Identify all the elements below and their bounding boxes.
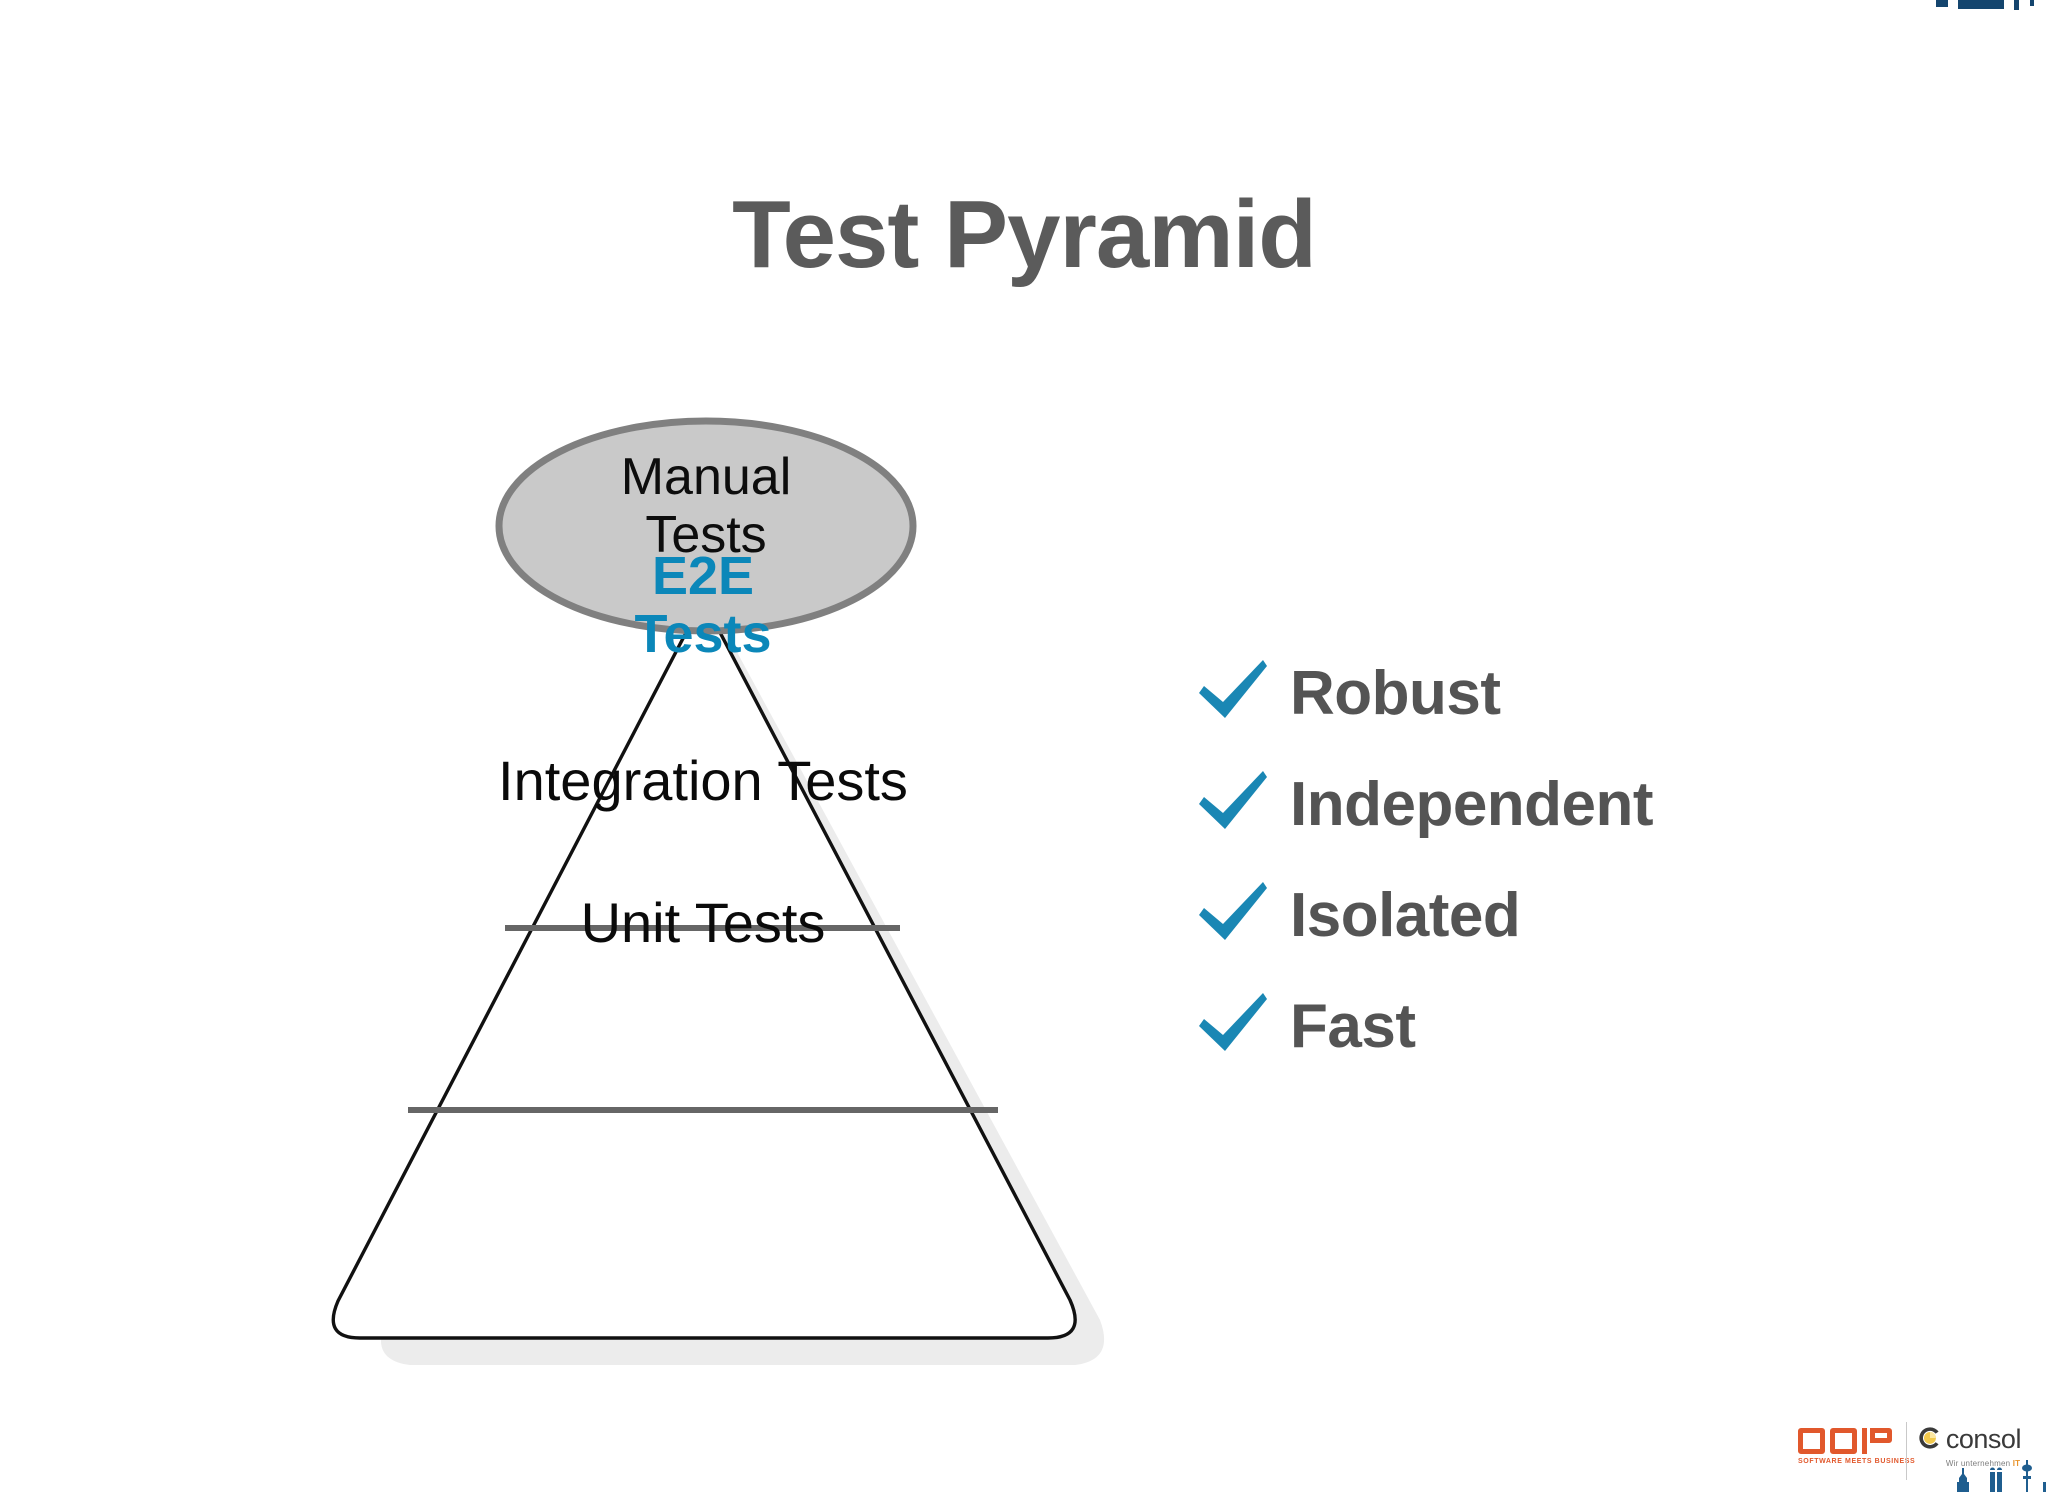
consol-word: consol — [1945, 1424, 2022, 1454]
checklist-item-fast: Fast — [1193, 971, 1893, 1082]
consol-logo: consol Wir unternehmen IT — [1918, 1426, 2048, 1470]
layer-label-unit: Unit Tests — [580, 891, 826, 954]
pyramid-graphic — [331, 417, 1105, 1365]
check-icon — [1193, 985, 1273, 1065]
test-pyramid-diagram: Manual Tests E2E Tests Integration Tests… — [300, 400, 1140, 1380]
checklist-label: Independent — [1290, 770, 1654, 839]
consol-tagline-accent: IT — [2012, 1459, 2021, 1468]
check-icon — [1193, 874, 1273, 954]
layer-label-e2e-line1: E2E — [651, 546, 755, 606]
layer-label-e2e: E2E Tests — [503, 546, 903, 664]
oop-letter-o-icon — [1830, 1428, 1857, 1454]
manual-tests-ellipse — [495, 417, 917, 635]
checklist-label: Isolated — [1290, 881, 1521, 950]
pyramid-outline — [331, 598, 1077, 1340]
consol-tagline-prefix: Wir unternehmen — [1945, 1459, 2013, 1468]
layer-label-manual-line1: Manual — [620, 448, 792, 506]
oop-logo: SOFTWARE MEETS BUSINESS — [1798, 1428, 1916, 1465]
oop-letter-p-icon — [1862, 1428, 1892, 1454]
checklist-item-robust: Robust — [1193, 638, 1893, 749]
layer-label-manual: Manual Tests — [497, 448, 915, 564]
layer-label-e2e-line2: Tests — [634, 603, 772, 664]
layer-label-integration: Integration Tests — [498, 749, 908, 812]
corner-graphic-icon — [1930, 0, 2048, 14]
checklist-label: Robust — [1290, 659, 1501, 728]
oop-letter-o-icon — [1798, 1428, 1825, 1454]
oop-logo-mark — [1798, 1428, 1898, 1454]
oop-tagline: SOFTWARE MEETS BUSINESS — [1798, 1458, 1916, 1465]
checklist-item-independent: Independent — [1193, 749, 1893, 860]
footer-logo-bar: SOFTWARE MEETS BUSINESS consol Wir unter… — [1790, 1414, 2048, 1492]
check-icon — [1193, 763, 1273, 843]
checklist-label: Fast — [1290, 992, 1416, 1061]
munich-skyline-icon — [1940, 1458, 2048, 1492]
logo-divider — [1906, 1422, 1907, 1480]
consol-wordmark: consol Wir unternehmen IT — [1945, 1424, 2048, 1471]
layer-label-manual-line2: Tests — [645, 506, 767, 565]
consol-c-mark-icon — [1918, 1426, 1942, 1462]
consol-tagline: Wir unternehmen IT — [1946, 1459, 2020, 1468]
qualities-checklist: Robust Independent Isolated Fast — [1193, 638, 1893, 1082]
check-icon — [1193, 652, 1273, 732]
checklist-item-isolated: Isolated — [1193, 860, 1893, 971]
page-title: Test Pyramid — [732, 181, 1317, 288]
